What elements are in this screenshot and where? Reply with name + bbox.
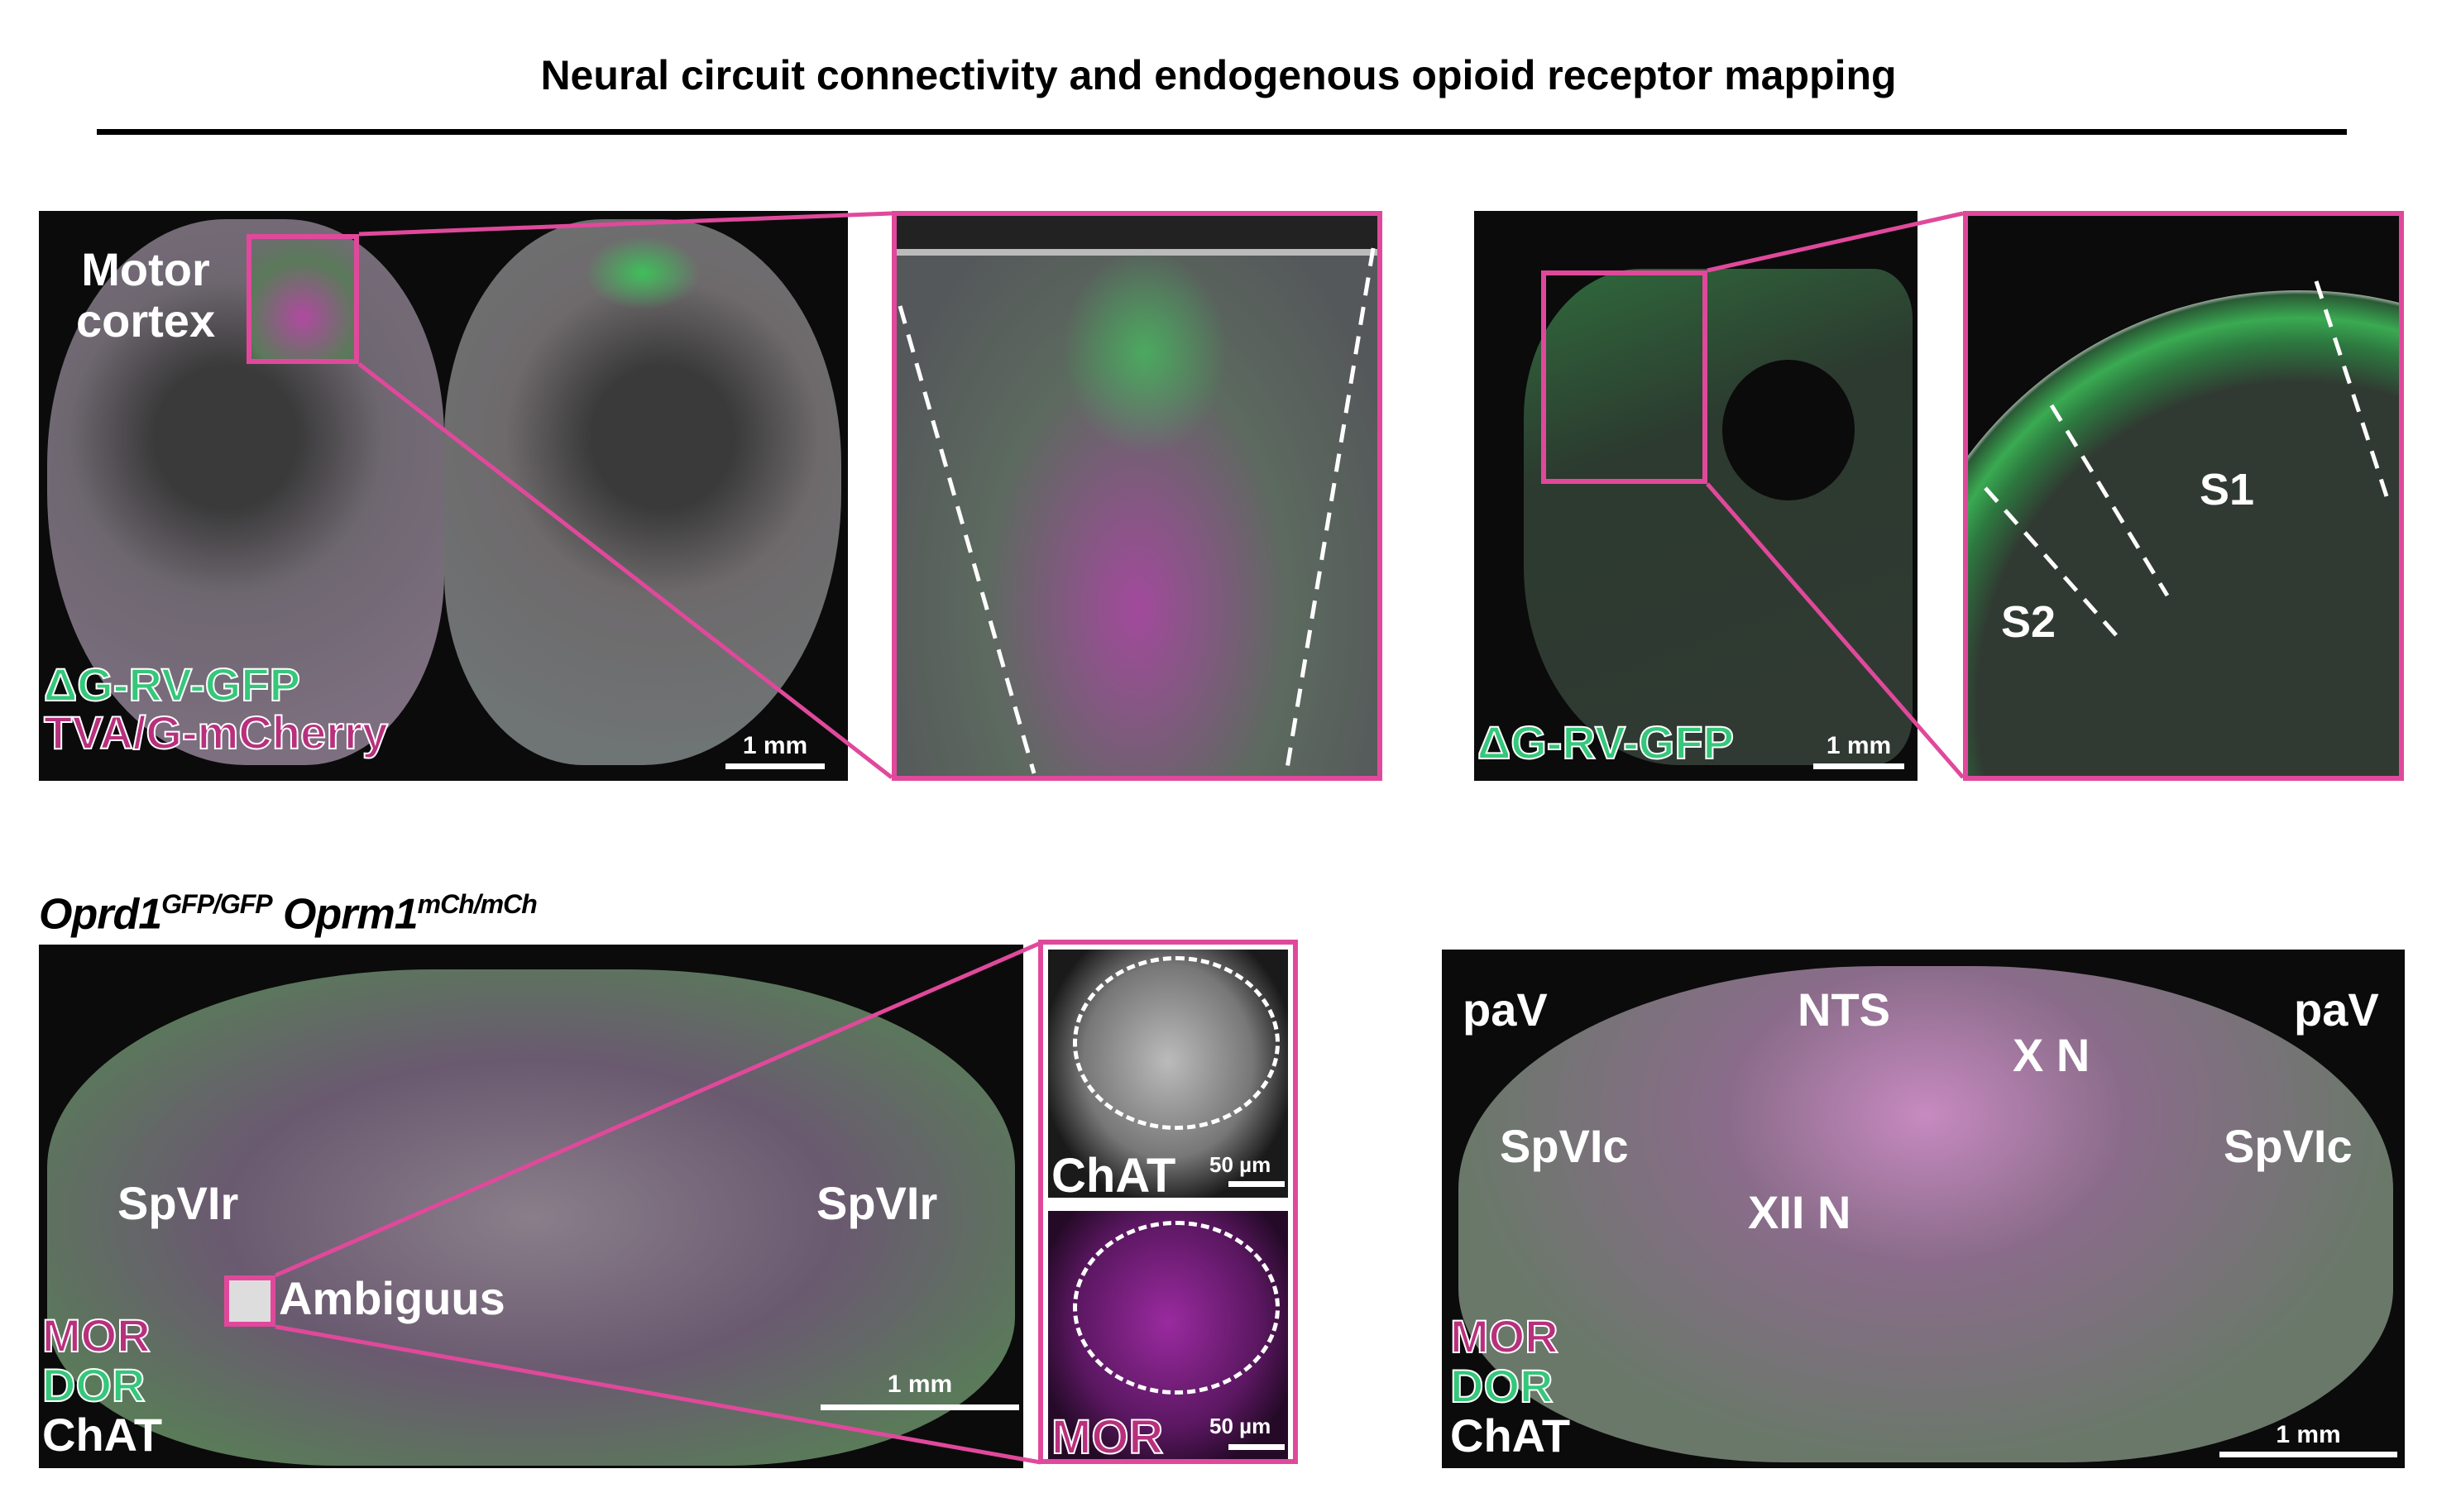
motor-cortex-label: Motor cortex — [76, 244, 215, 347]
scale-bar-label: 1 mm — [1826, 732, 1892, 759]
legend-mor: MOR — [41, 1309, 151, 1362]
spvic-left-label: SpVIc — [1500, 1120, 1629, 1172]
ventricle — [1722, 360, 1855, 500]
somatosensory-inset: S1 S2 — [1963, 211, 2404, 781]
pav-right-label: paV — [2294, 983, 2379, 1036]
scale-bar — [821, 1404, 1019, 1410]
somatosensory-section-image: ΔG-RV-GFP 1 mm — [1474, 211, 1918, 781]
nucleus-outline — [1073, 1221, 1280, 1395]
legend-gfp: ΔG-RV-GFP — [1477, 715, 1735, 769]
scale-bar — [1228, 1181, 1285, 1187]
spvir-right-label: SpVIr — [816, 1177, 938, 1229]
spvir-left-label: SpVIr — [117, 1177, 239, 1229]
tissue — [1458, 966, 2393, 1462]
genotype-2: Oprm1 — [283, 890, 419, 939]
brainstem-section-image: SpVIr SpVIr Ambiguus MOR DOR ChAT 1 mm — [39, 945, 1023, 1468]
label-line: Motor — [81, 243, 210, 295]
motor-cortex-section-image: Motor cortex ΔG-RV-GFP TVA/G-mCherry 1 m… — [39, 211, 848, 781]
label-line: cortex — [76, 294, 216, 347]
x-n-label: X N — [2013, 1029, 2090, 1081]
nts-label: NTS — [1798, 983, 1890, 1036]
genotype-label: Oprd1GFP/GFP Oprm1mCh/mCh — [39, 889, 538, 939]
medulla-section-image: paV paV NTS X N SpVIc SpVIc XII N MOR DO… — [1442, 950, 2405, 1468]
scale-bar-label: 1 mm — [742, 732, 808, 759]
cortex-layers — [1968, 290, 2399, 776]
scale-bar-label: 50 µm — [1209, 1414, 1271, 1438]
genotype-1-sup: GFP/GFP — [161, 889, 272, 919]
title-rule — [97, 129, 2347, 135]
legend-mor: MOR — [1449, 1309, 1559, 1363]
gfp-signal — [1062, 249, 1228, 456]
scale-bar — [2219, 1452, 2397, 1457]
figure-title: Neural circuit connectivity and endogeno… — [540, 52, 1897, 98]
legend-dor: DOR — [41, 1358, 146, 1412]
legend-gfp: ΔG-RV-GFP — [43, 658, 301, 711]
ambiguus-insets: ChAT 50 µm MOR 50 µm — [1038, 940, 1298, 1464]
legend-dor: DOR — [1449, 1359, 1554, 1413]
spvic-right-label: SpVIc — [2224, 1120, 2353, 1172]
scale-bar — [1813, 763, 1904, 769]
mor-inset: MOR 50 µm — [1048, 1211, 1288, 1459]
ambiguus-label: Ambiguus — [279, 1272, 505, 1324]
scale-bar-label: 50 µm — [1209, 1152, 1271, 1177]
scale-bar-label: 1 mm — [2276, 1421, 2341, 1448]
s1-label: S1 — [2200, 465, 2255, 514]
zoom-box — [247, 234, 359, 364]
genotype-2-sup: mCh/mCh — [417, 889, 538, 919]
chat-label: ChAT — [1051, 1149, 1176, 1203]
zoom-box — [224, 1275, 275, 1327]
legend-chat: ChAT — [42, 1409, 163, 1461]
legend-chat: ChAT — [1450, 1409, 1571, 1462]
zoom-box — [1541, 270, 1707, 484]
gfp-signal — [585, 236, 701, 310]
motor-cortex-inset — [892, 211, 1382, 781]
scale-bar-label: 1 mm — [887, 1371, 953, 1398]
genotype-1: Oprd1 — [39, 890, 162, 939]
mor-label: MOR — [1051, 1409, 1164, 1464]
legend-mcherry: TVA/G-mCherry — [43, 706, 389, 759]
nucleus-outline — [1073, 956, 1280, 1130]
s2-label: S2 — [2001, 597, 2056, 647]
chat-inset: ChAT 50 µm — [1048, 950, 1288, 1203]
scale-bar — [1228, 1444, 1285, 1450]
pav-left-label: paV — [1463, 983, 1548, 1036]
xii-n-label: XII N — [1748, 1186, 1851, 1238]
scale-bar — [725, 763, 825, 769]
